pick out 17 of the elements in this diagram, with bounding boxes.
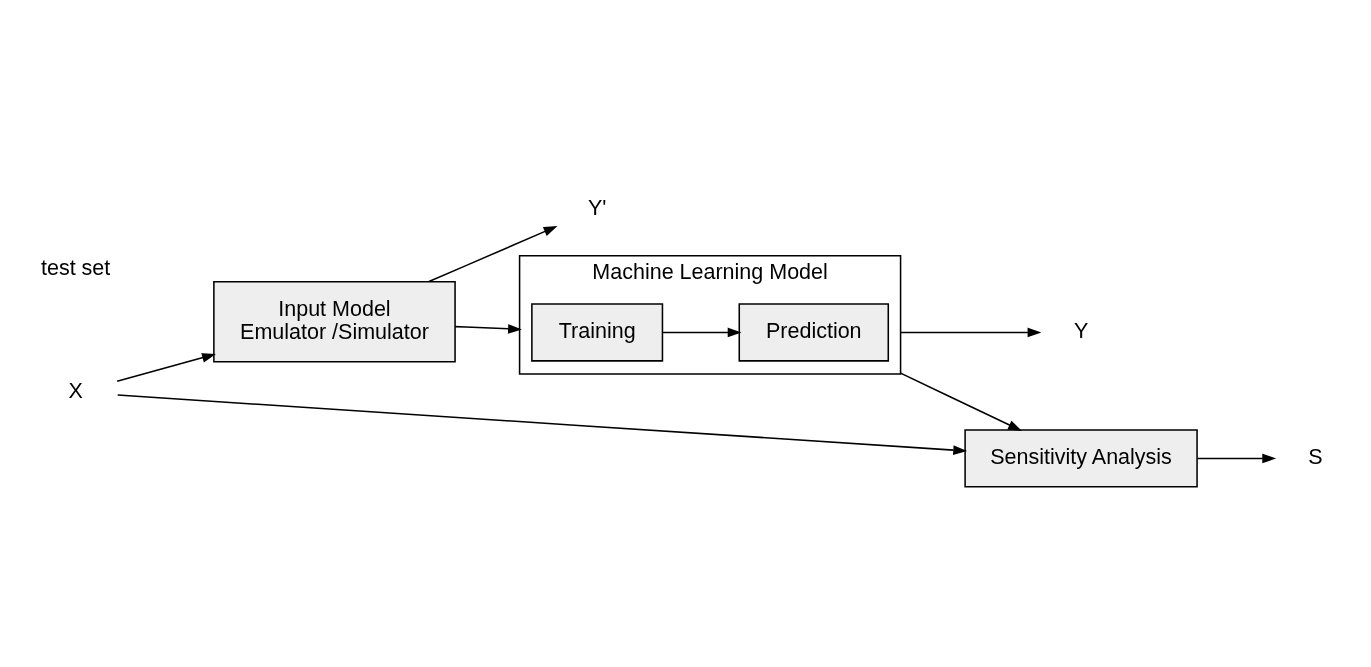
node-text: Y' xyxy=(587,195,607,220)
node-box: Sensitivity Analysis xyxy=(964,428,1198,488)
node-box: Prediction xyxy=(738,302,890,362)
arrow xyxy=(899,327,1042,337)
arrow xyxy=(899,371,1022,431)
arrow xyxy=(116,352,216,382)
arrow xyxy=(1196,453,1277,463)
arrow xyxy=(428,225,558,282)
node-text: Y xyxy=(1073,318,1089,343)
node-box: Input Model Emulator /Simulator xyxy=(213,280,456,362)
node-box: Training xyxy=(531,302,664,362)
arrow xyxy=(454,323,522,334)
node-text: S xyxy=(1308,444,1323,469)
arrow xyxy=(662,327,742,337)
node-text: X xyxy=(68,378,83,403)
label: test set xyxy=(40,255,111,280)
arrow xyxy=(116,393,968,455)
